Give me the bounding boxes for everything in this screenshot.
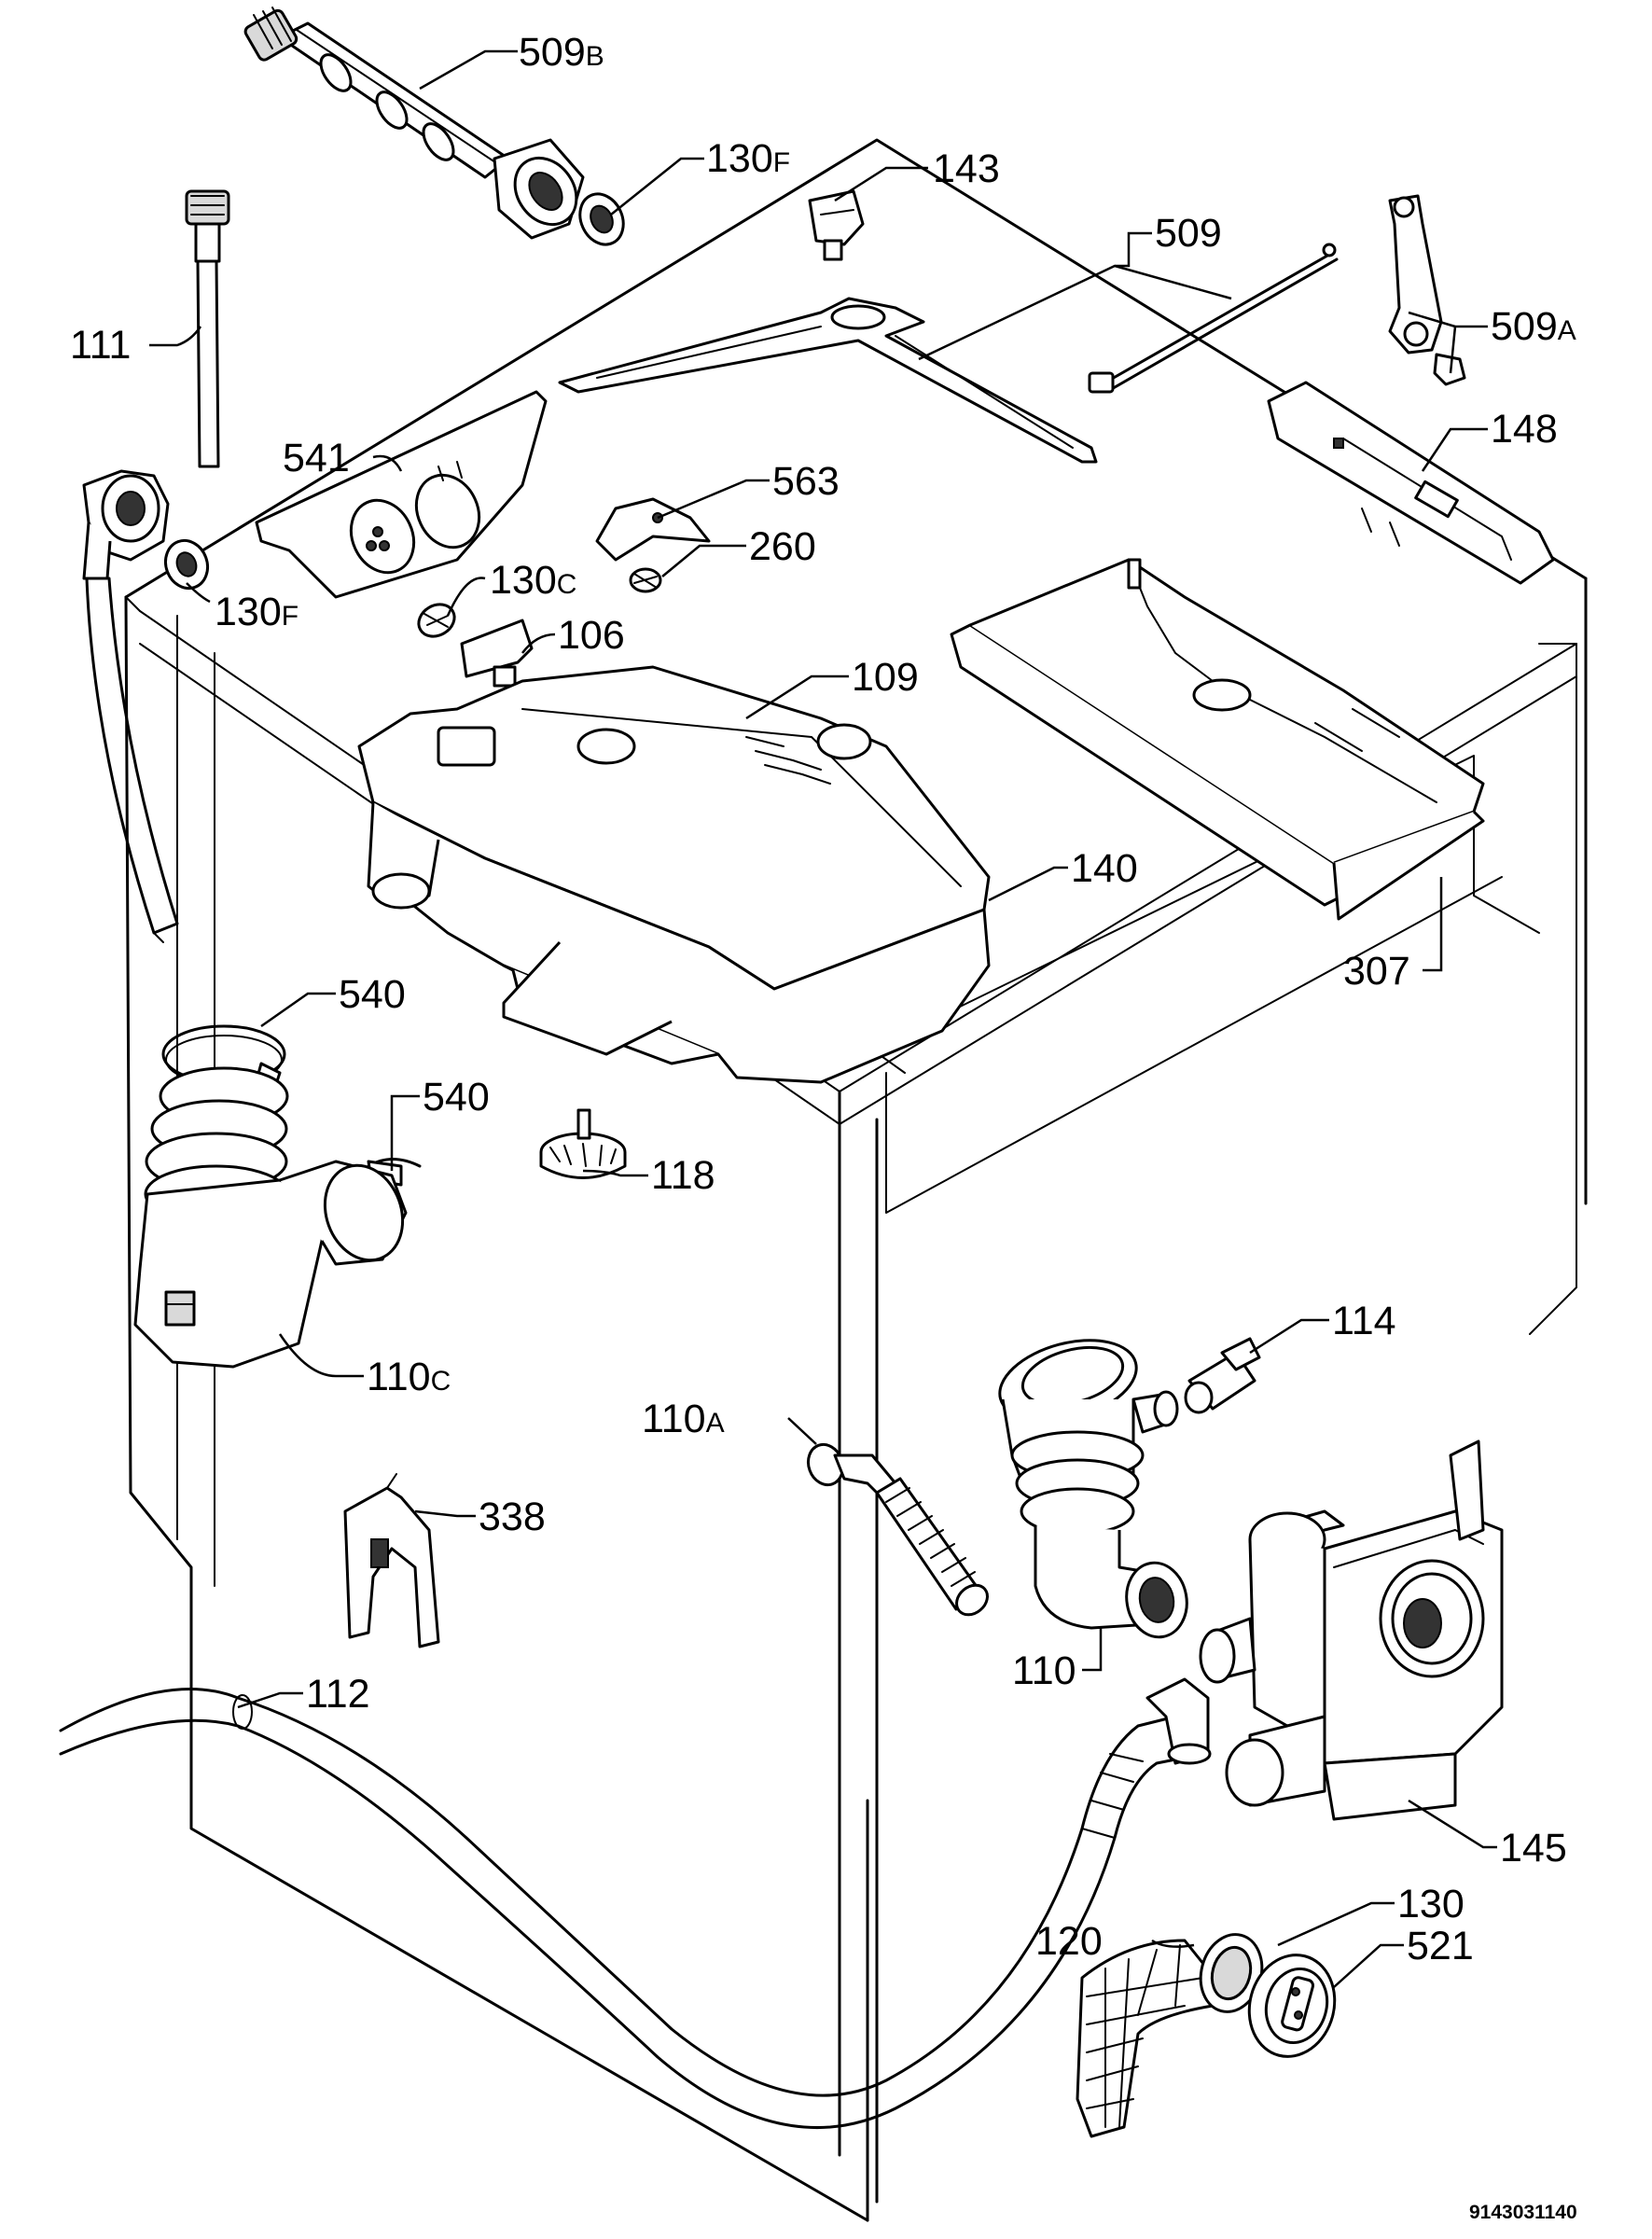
pump-part: [1199, 1439, 1504, 1821]
part-label-130f-left: 130F: [215, 590, 298, 634]
control-plate-part: [255, 390, 548, 599]
part-label-109: 109: [852, 655, 919, 700]
spring-part: [629, 567, 662, 593]
part-label-140: 140: [1071, 846, 1138, 891]
part-label-509: 509: [1155, 211, 1222, 256]
part-label-130f-top: 130F: [706, 136, 790, 181]
part-label-509a: 509A: [1491, 304, 1576, 349]
part-label-118: 118: [651, 1153, 715, 1198]
part-label-110c: 110C: [367, 1355, 451, 1399]
document-code: 9143031140: [1469, 2202, 1577, 2223]
filter-cap-part: [1247, 1954, 1337, 2058]
leader-lines: [149, 49, 1497, 1988]
lever-part: [1388, 194, 1466, 386]
filter-part: [1076, 1939, 1215, 2138]
valve-part: [1184, 1337, 1261, 1414]
clip-part: [460, 619, 534, 688]
part-label-112: 112: [306, 1672, 370, 1717]
small-hose-part: [806, 1442, 989, 1617]
part-label-111: 111: [70, 323, 131, 368]
inlet-pipe-part: [243, 7, 585, 240]
part-label-145: 145: [1500, 1826, 1567, 1870]
dispenser-tray-part: [367, 800, 991, 1084]
bracket-part: [558, 297, 1098, 464]
gasket-part: [417, 603, 456, 638]
rod-part: [1088, 243, 1339, 394]
handle-part: [1267, 381, 1555, 585]
gasket-part: [578, 192, 625, 246]
inlet-hose-part: [82, 189, 230, 943]
gasket-part: [163, 538, 210, 591]
part-label-541: 541: [283, 436, 350, 480]
knob-part: [808, 189, 865, 261]
part-labels: 509B 130F 143 509 509A 111 148 541 563 2…: [70, 30, 1576, 1968]
part-label-540-b: 540: [423, 1075, 490, 1120]
detergent-drawer-part: [950, 558, 1485, 921]
seal-ring-part: [1199, 1933, 1264, 2013]
part-label-130: 130: [1397, 1882, 1465, 1926]
part-label-521: 521: [1407, 1924, 1474, 1968]
part-label-338: 338: [479, 1495, 546, 1539]
drain-hose-part: [59, 1677, 1212, 2130]
part-label-106: 106: [558, 613, 625, 658]
u-bracket-part: [343, 1473, 440, 1648]
part-label-307: 307: [1343, 949, 1410, 994]
part-label-540-a: 540: [339, 972, 406, 1017]
part-label-120: 120: [1035, 1919, 1103, 1964]
part-label-114: 114: [1332, 1299, 1396, 1343]
part-label-143: 143: [933, 146, 1000, 191]
part-label-563: 563: [772, 459, 840, 504]
bellows-hose-part: [998, 1339, 1188, 1639]
part-label-110: 110: [1012, 1648, 1076, 1693]
part-label-110a: 110A: [642, 1397, 725, 1441]
part-label-148: 148: [1491, 407, 1558, 452]
part-label-130c: 130C: [490, 558, 576, 603]
part-label-260: 260: [749, 524, 816, 569]
bellows-hose-part: [133, 1066, 408, 1369]
part-label-509b: 509B: [519, 30, 604, 75]
agitator-part: [539, 1108, 627, 1179]
